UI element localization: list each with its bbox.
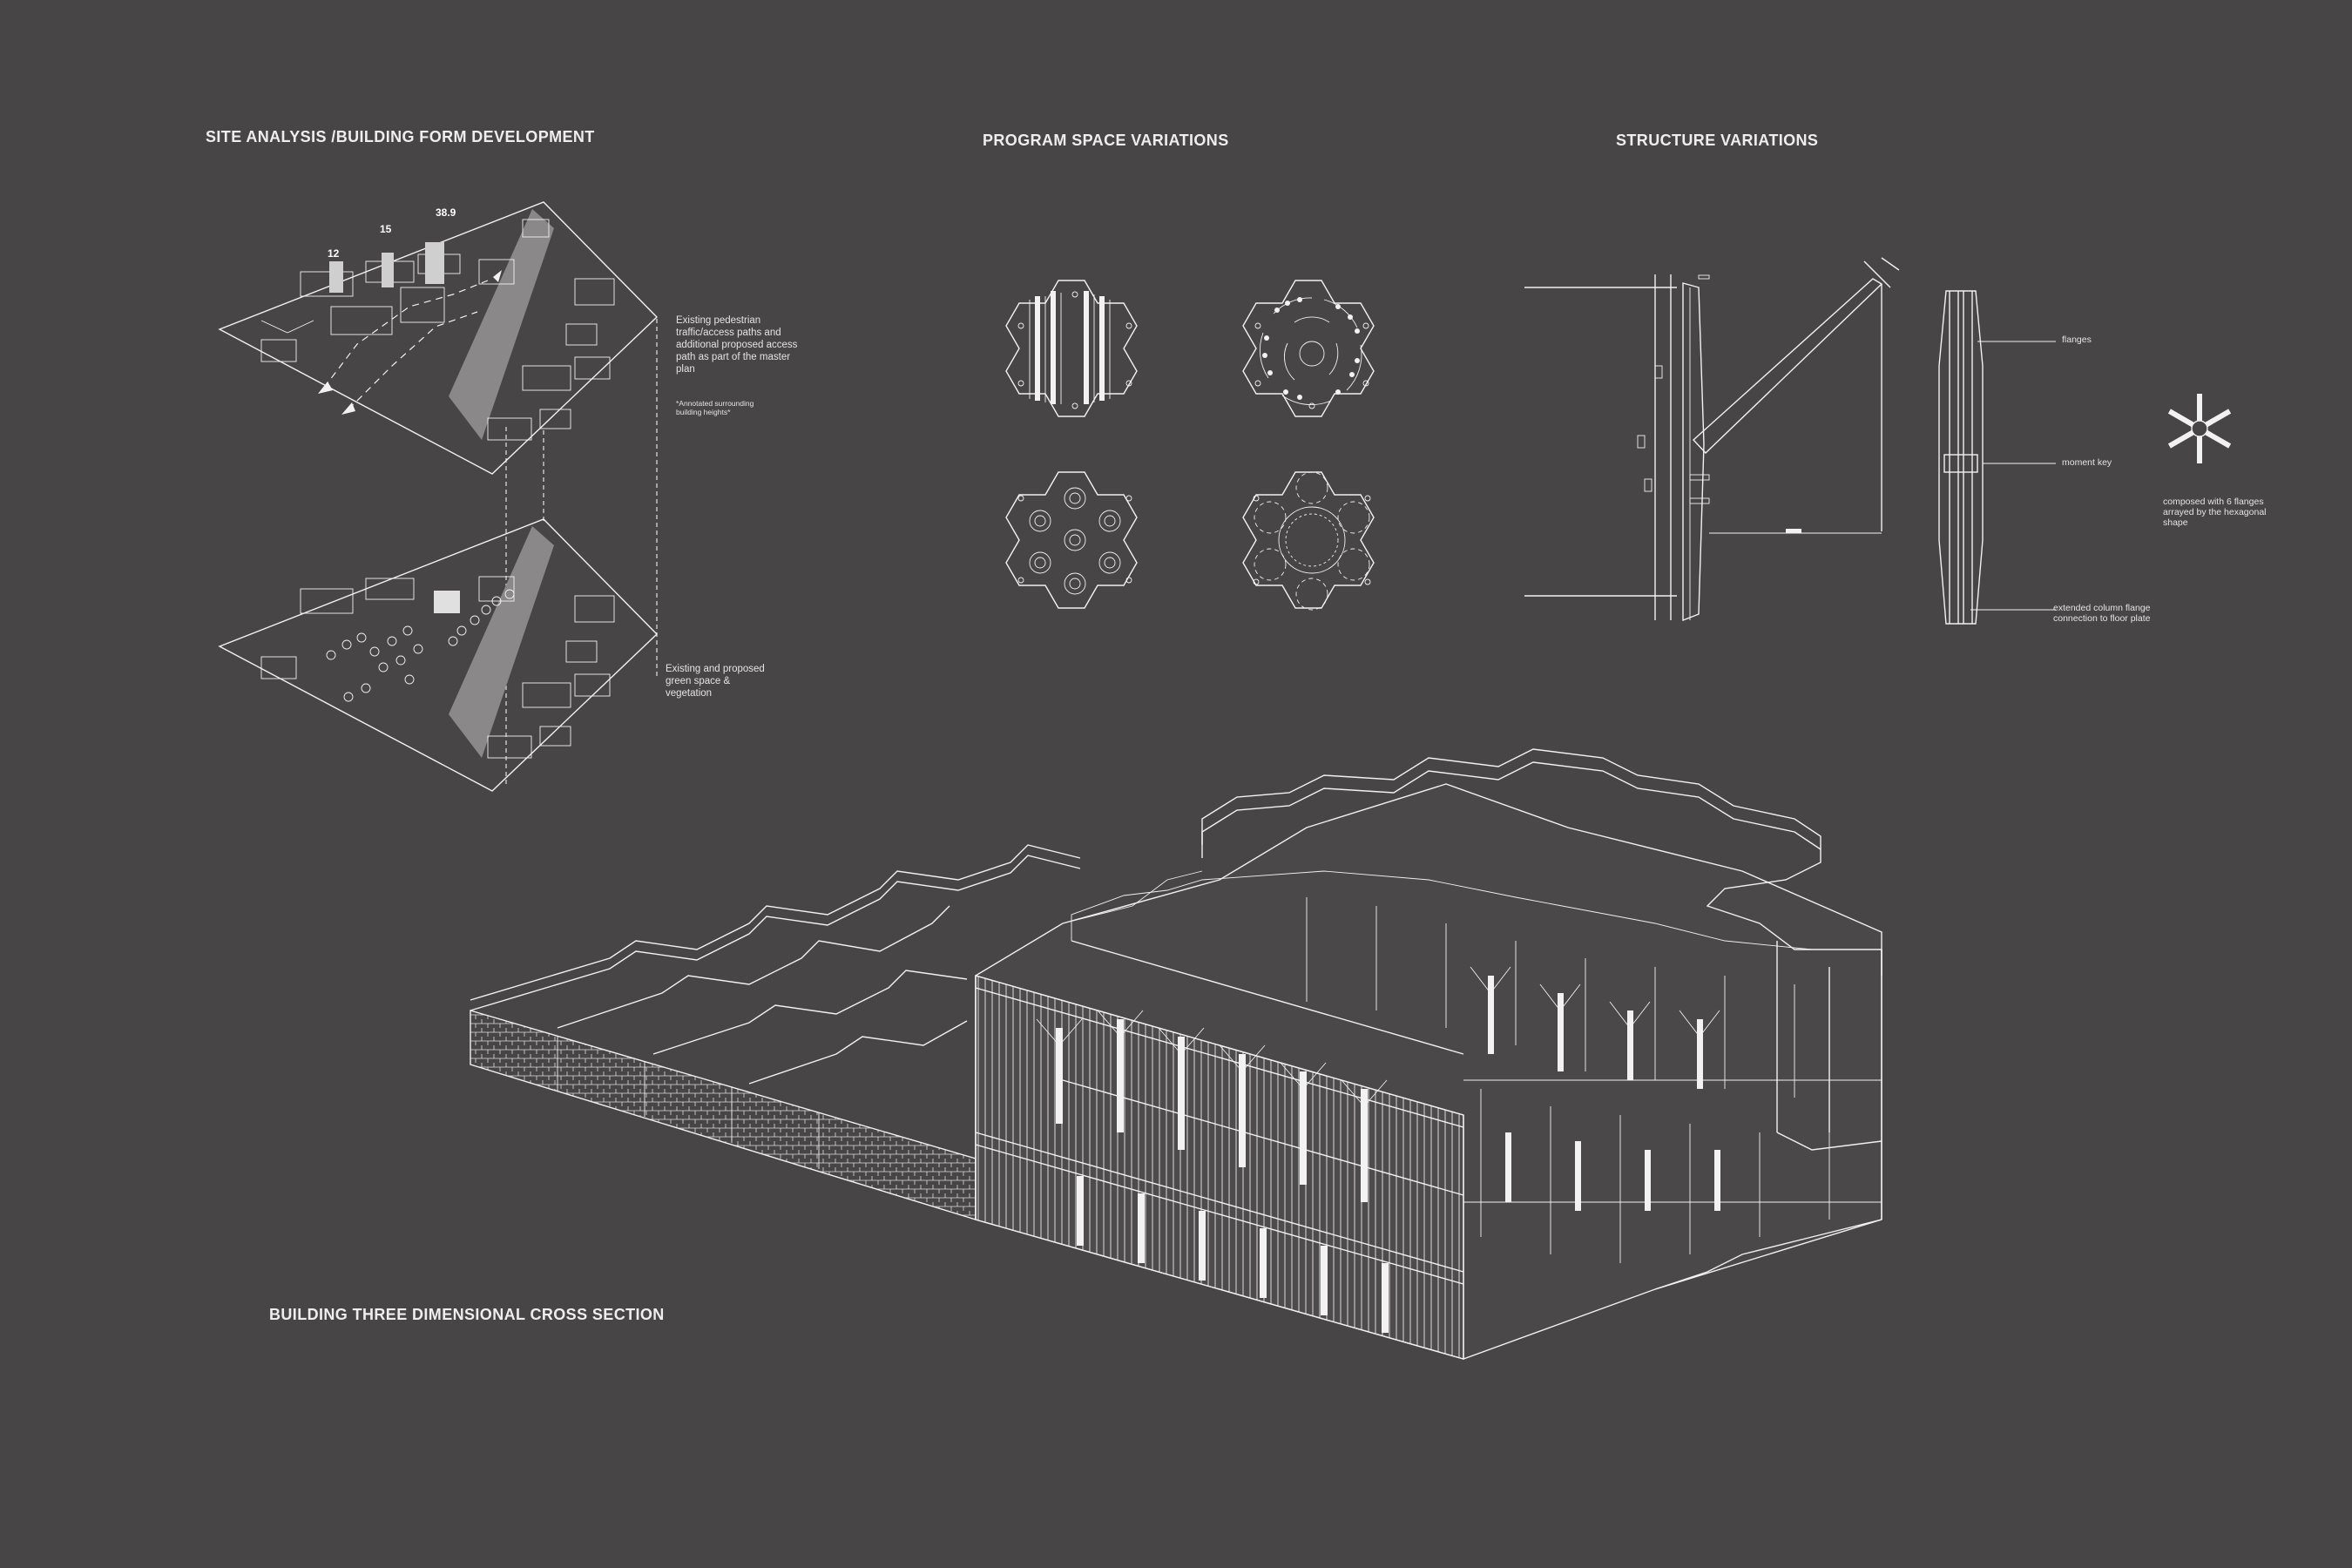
plan-variation-1 [1005, 280, 1138, 417]
note-access-paths: Existing pedestrian traffic/access paths… [676, 315, 798, 375]
height-label-15: 15 [380, 223, 392, 235]
note-building-heights: *Annotated surrounding building heights* [676, 399, 754, 416]
label-moment-key: moment key [2062, 457, 2112, 468]
plan-variation-2 [1242, 280, 1375, 417]
note-green-space: Existing and proposed green space & vege… [666, 664, 765, 699]
height-label-12: 12 [328, 247, 340, 260]
title-cross-section: BUILDING THREE DIMENSIONAL CROSS SECTION [269, 1306, 665, 1323]
label-extended-flange: extended column flange connection to flo… [2053, 603, 2151, 624]
title-program-space: PROGRAM SPACE VARIATIONS [983, 132, 1229, 149]
plan-variation-3 [1005, 471, 1138, 609]
title-structure: STRUCTURE VARIATIONS [1616, 132, 1819, 149]
label-composed-flanges: composed with 6 flanges arrayed by the h… [2163, 497, 2267, 528]
title-site-analysis: SITE ANALYSIS /BUILDING FORM DEVELOPMENT [206, 128, 595, 145]
plan-variation-4 [1242, 471, 1375, 611]
label-flanges: flanges [2062, 335, 2092, 345]
height-label-38-9: 38.9 [436, 206, 456, 219]
column-star-icon [2167, 394, 2232, 463]
